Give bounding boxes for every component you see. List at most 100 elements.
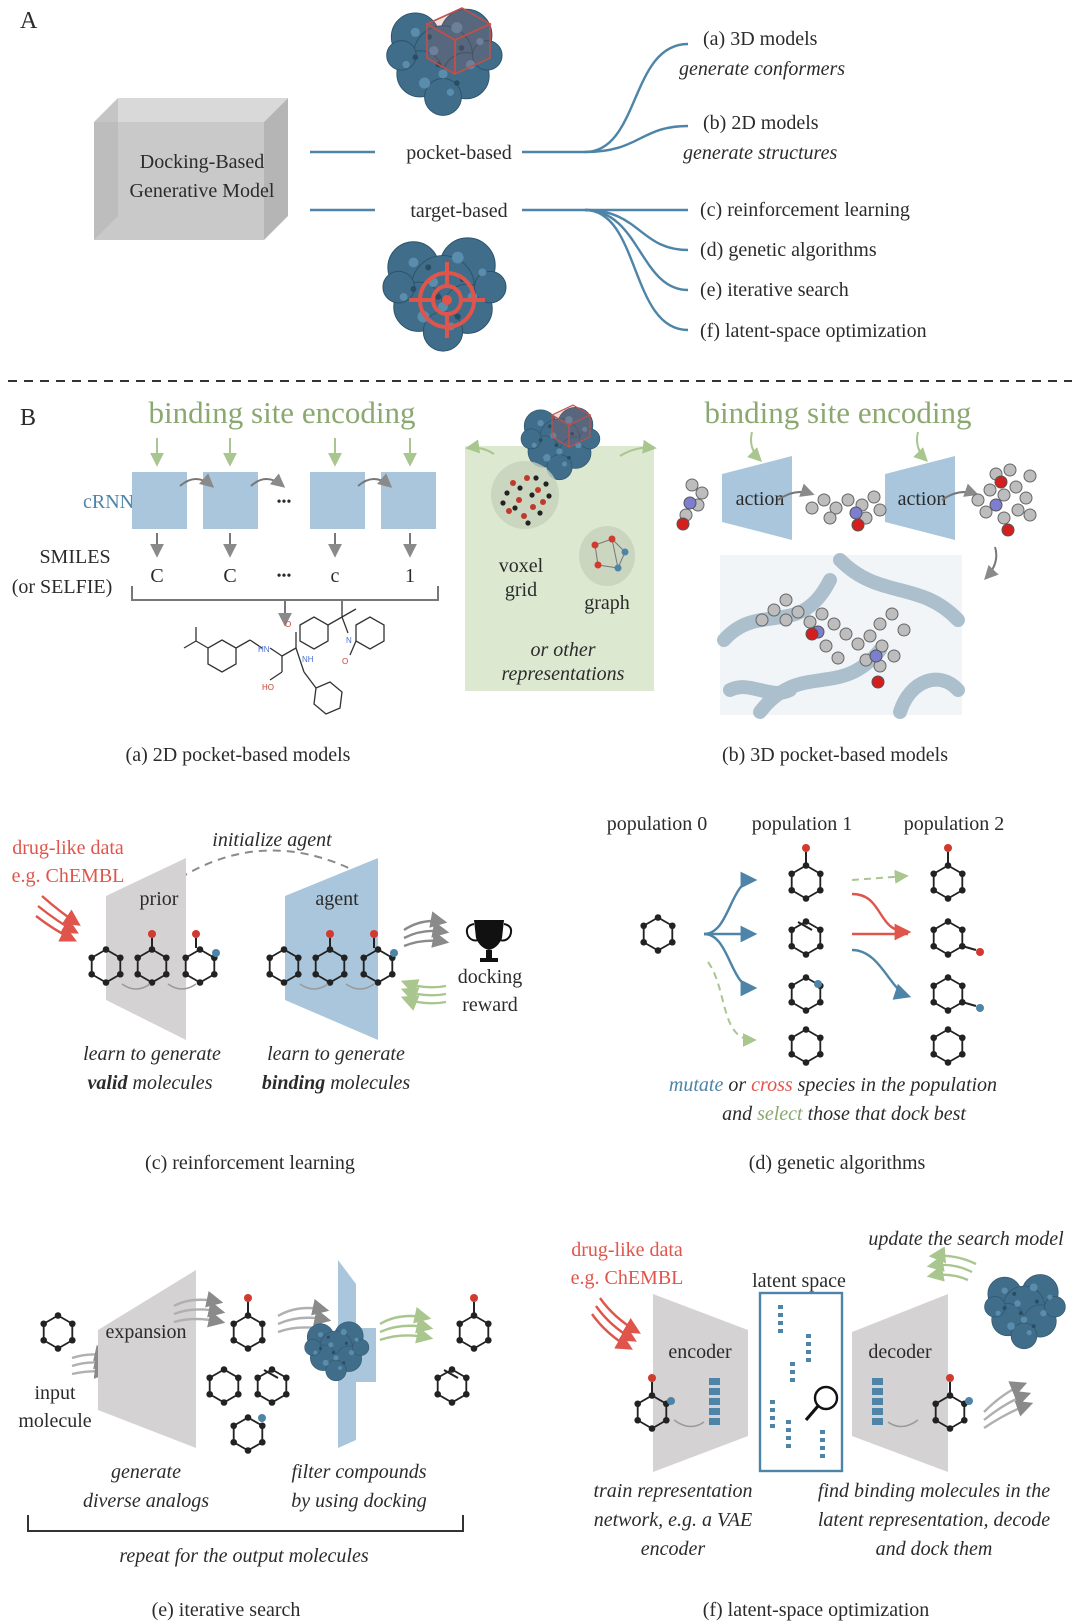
and-word: and (722, 1103, 757, 1125)
prior-label: prior (140, 888, 179, 910)
option-b-subtitle: generate structures (683, 142, 837, 164)
latent-data-arrows (591, 1297, 641, 1350)
encoder-label: encoder (668, 1341, 732, 1363)
token-ellipsis: ••• (277, 569, 292, 584)
smiles-label-line1: SMILES (39, 546, 110, 568)
option-e: (e) iterative search (700, 279, 849, 301)
panel-a: A Docking-Based Generative Model (20, 7, 927, 352)
expansion-network (98, 1270, 196, 1448)
caption-reinforcement-learning: (c) reinforcement learning (145, 1152, 355, 1174)
mutation-arrows (703, 871, 912, 1000)
latent-druglike-line1: drug-like data (571, 1239, 683, 1261)
protein-surface-icon (386, 7, 503, 116)
ball-and-stick-fragment-3 (971, 463, 1037, 537)
token-arrows (150, 533, 417, 558)
svg-text:NH: NH (302, 655, 314, 664)
option-a-title: (a) 3D models (703, 28, 818, 50)
caption-genetic-algorithms: (d) genetic algorithms (749, 1152, 926, 1174)
encoder-latent-vector (709, 1378, 720, 1425)
binding-site-encoding-right: binding site encoding (705, 395, 972, 430)
valid-word: valid (88, 1072, 129, 1094)
caption-2d-pocket: (a) 2D pocket-based models (126, 744, 351, 766)
generate-analogs-line1: generate (111, 1461, 181, 1483)
action-blocks (722, 456, 955, 540)
crnn-cells (132, 472, 436, 529)
learn-valid-line2: valid molecules (88, 1072, 213, 1094)
token-3: c (331, 565, 340, 587)
repeat-label: repeat for the output molecules (119, 1545, 368, 1567)
magnifier-icon (804, 1385, 839, 1422)
docking-reward-line1: docking (458, 966, 522, 988)
molecule-hexagon-icon (433, 1294, 493, 1407)
filter-compounds-line2: by using docking (291, 1490, 427, 1512)
molecule-hexagon-icon (639, 844, 984, 1067)
population-2-label: population 2 (904, 813, 1005, 835)
select-word: select (757, 1103, 803, 1125)
panel-a-connectors (310, 42, 689, 332)
svg-text:O: O (285, 620, 291, 629)
panel-iterative-search: input molecule expansion (18, 1260, 493, 1621)
svg-text:O: O (342, 657, 348, 666)
protein-surface-icon (520, 404, 601, 481)
mutate-word: mutate (669, 1074, 724, 1096)
molecule-hexagon-icon (633, 1374, 973, 1433)
panel-b: B binding site encoding cRNN ••• (12, 395, 1037, 766)
panel-genetic-algorithms: population 0 population 1 population 2 (607, 813, 1005, 1174)
learn-valid-line1: learn to generate (83, 1043, 221, 1065)
molecule-hexagon-icon (87, 930, 398, 987)
action-arrows (777, 483, 999, 581)
option-a-subtitle: generate conformers (679, 58, 845, 80)
species-text: species in the population (793, 1074, 997, 1096)
docking-reward-line2: reward (462, 994, 518, 1016)
encoder-network (653, 1294, 748, 1472)
option-f: (f) latent-space optimization (700, 320, 927, 342)
expansion-label: expansion (105, 1321, 186, 1343)
initialize-agent-label: initialize agent (212, 829, 332, 851)
valid-rest: molecules (128, 1072, 213, 1094)
graph-icon (579, 526, 635, 586)
molecule-hexagon-icon (205, 1294, 291, 1455)
decoder-network (852, 1294, 948, 1472)
smiles-label-line2: (or SELFIE) (12, 576, 113, 598)
token-1: C (150, 565, 163, 587)
ga-description-line2: and select those that dock best (722, 1103, 966, 1125)
latent-druglike-line2: e.g. ChEMBL (571, 1267, 684, 1289)
decoder-label: decoder (868, 1341, 932, 1363)
train-representation-line3: encoder (641, 1538, 706, 1560)
molecule-hexagon-icon (39, 1311, 77, 1353)
svg-text:HO: HO (262, 683, 274, 692)
action-label-1: action (736, 488, 785, 510)
find-binding-line3: and dock them (876, 1538, 993, 1560)
druglike-data-line1: drug-like data (12, 837, 124, 859)
pocket-based-label: pocket-based (406, 142, 512, 164)
cross-word: cross (751, 1074, 793, 1096)
voxel-label-line1: voxel (499, 555, 544, 577)
caption-iterative-search: (e) iterative search (152, 1599, 301, 1621)
ball-and-stick-fragment-1 (676, 478, 709, 531)
encoding-arrows-right (747, 431, 928, 462)
reward-output-arrows (403, 911, 450, 948)
reward-feedback-arrows (400, 979, 447, 1011)
panel-b-letter: B (20, 405, 36, 431)
find-binding-line1: find binding molecules in the (818, 1480, 1050, 1502)
panel-reinforcement-learning: drug-like data e.g. ChEMBL initialize ag… (12, 829, 523, 1174)
filter-compounds-line1: filter compounds (292, 1461, 427, 1483)
encoding-side-arrows (465, 439, 657, 457)
train-representation-line2: network, e.g. a VAE (594, 1509, 752, 1531)
voxel-grid-icon (491, 461, 559, 529)
encoding-arrows-left (150, 438, 417, 467)
protein-surface-icon (984, 1274, 1066, 1350)
ball-and-stick-fragment-2 (805, 490, 887, 532)
latent-points (770, 1305, 825, 1458)
expansion-output-arrows (173, 1290, 226, 1328)
input-molecule-line1: input (34, 1382, 76, 1404)
option-b-title: (b) 2D models (703, 112, 819, 134)
prior-network (106, 858, 186, 1040)
token-2: C (223, 565, 236, 587)
generative-model-box: Docking-Based Generative Model (94, 98, 288, 240)
box-label-line2: Generative Model (130, 180, 275, 202)
dock-output-arrows (983, 1381, 1034, 1429)
crossover-arrow (851, 892, 912, 941)
binding-site-encoding-left: binding site encoding (149, 395, 416, 430)
